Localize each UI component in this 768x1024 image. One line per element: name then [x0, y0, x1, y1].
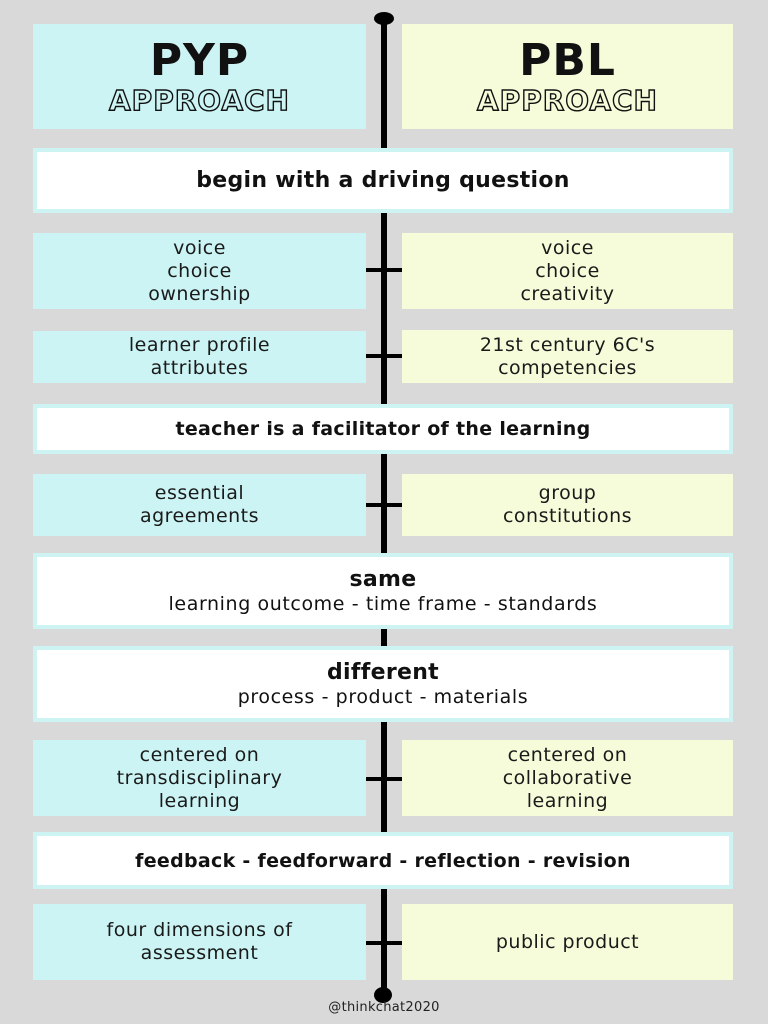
pyp-subtitle: APPROACH: [108, 83, 290, 117]
shared-title: begin with a driving question: [196, 168, 570, 193]
pyp-text: essential agreements: [139, 482, 260, 527]
pbl-header: PBL APPROACH: [402, 24, 733, 129]
shared-title: same: [349, 566, 417, 592]
pbl-public-product: public product: [402, 904, 733, 980]
pyp-text: four dimensions of assessment: [106, 919, 293, 964]
pyp-voice-choice-ownership: voice choice ownership: [33, 233, 366, 309]
pyp-text: centered on transdisciplinary learning: [116, 743, 283, 812]
pbl-text: centered on collaborative learning: [502, 743, 633, 812]
timeline-end-dot: [374, 987, 392, 1003]
pbl-text: voice choice creativity: [520, 236, 615, 305]
connector-tick: [366, 268, 402, 272]
pyp-essential-agreements: essential agreements: [33, 474, 366, 536]
shared-row-feedback: feedback - feedforward - reflection - re…: [33, 832, 733, 889]
pyp-text: learner profile attributes: [128, 334, 271, 379]
shared-subtitle: learning outcome - time frame - standard…: [168, 592, 598, 615]
pbl-collaborative: centered on collaborative learning: [402, 740, 733, 816]
connector-tick: [366, 941, 402, 945]
pyp-title: PYP: [149, 34, 250, 86]
shared-title: feedback - feedforward - reflection - re…: [135, 849, 631, 872]
shared-row-teacher-facilitator: teacher is a facilitator of the learning: [33, 404, 733, 454]
pbl-text: public product: [495, 930, 640, 953]
pbl-text: 21st century 6C's competencies: [479, 333, 656, 379]
pyp-header: PYP APPROACH: [33, 24, 366, 129]
pbl-text: group constitutions: [502, 482, 633, 527]
shared-row-driving-question: begin with a driving question: [33, 148, 733, 213]
shared-title: teacher is a facilitator of the learning: [175, 418, 591, 440]
pbl-subtitle: APPROACH: [476, 83, 658, 117]
pbl-voice-choice-creativity: voice choice creativity: [402, 233, 733, 309]
pbl-title: PBL: [519, 34, 616, 86]
pbl-6cs-competencies: 21st century 6C's competencies: [402, 330, 733, 383]
shared-title: different: [326, 659, 439, 685]
pyp-text: voice choice ownership: [148, 236, 251, 305]
shared-row-same: same learning outcome - time frame - sta…: [33, 553, 733, 629]
pyp-learner-profile: learner profile attributes: [33, 331, 366, 383]
pyp-transdisciplinary: centered on transdisciplinary learning: [33, 740, 366, 816]
connector-tick: [366, 503, 402, 507]
connector-tick: [366, 354, 402, 358]
connector-tick: [366, 777, 402, 781]
author-credit: @thinkchat2020: [328, 1000, 440, 1015]
shared-subtitle: process - product - materials: [237, 685, 529, 708]
shared-row-different: different process - product - materials: [33, 646, 733, 722]
pbl-group-constitutions: group constitutions: [402, 474, 733, 536]
pyp-four-dimensions: four dimensions of assessment: [33, 904, 366, 980]
timeline-start-dot: [374, 12, 394, 25]
